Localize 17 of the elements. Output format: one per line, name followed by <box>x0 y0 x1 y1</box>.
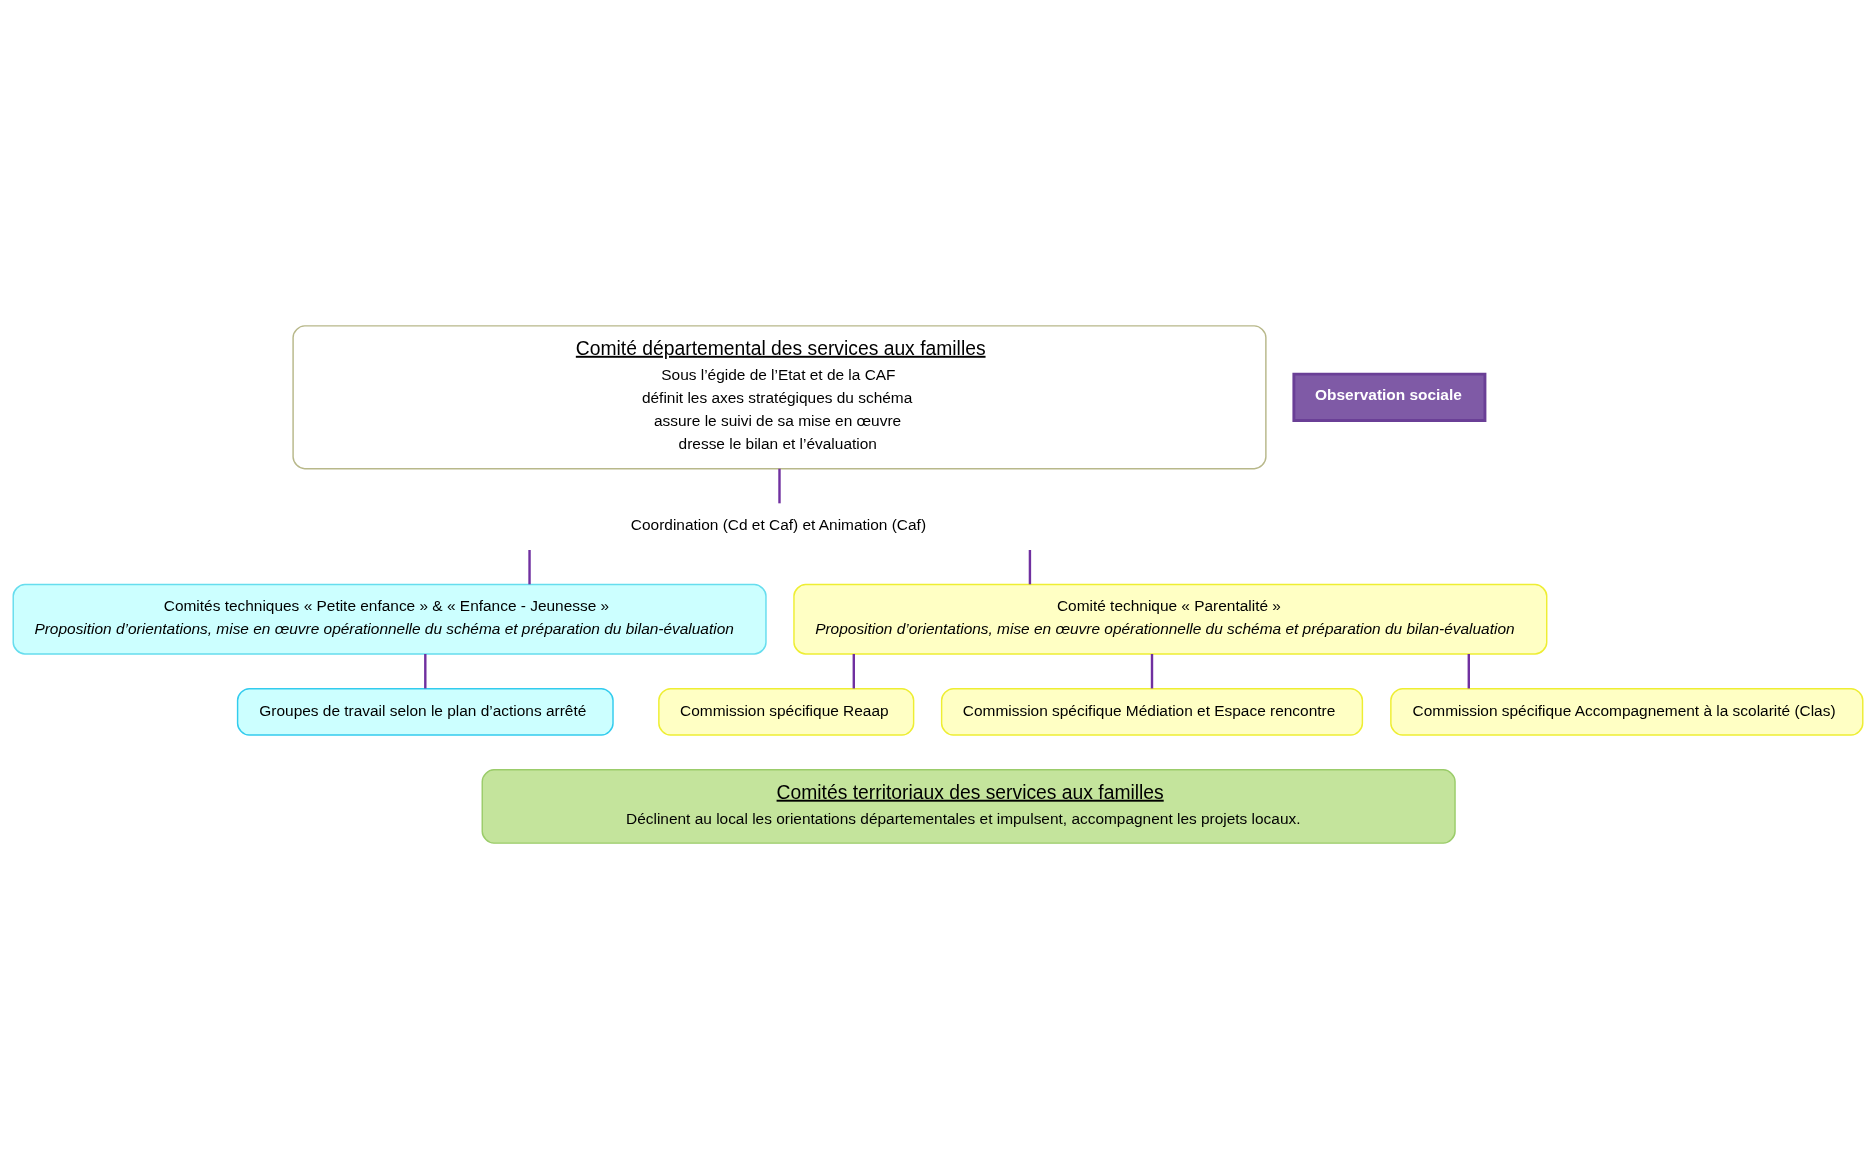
node-box: Comités techniques « Petite enfance » & « Enfance - Jeunesse » Proposition d’orientations, mise en œuvre opérationnelle du schéma et préparation du bilan-évaluation <box>12 583 767 655</box>
connector <box>528 549 531 584</box>
node-box: Commission spécifique Accompagnement à la scolarité (Clas) <box>1390 687 1864 736</box>
node-box: Observation sociale <box>1292 372 1487 422</box>
connector <box>1028 549 1032 584</box>
connector <box>424 653 427 688</box>
connector <box>778 468 781 503</box>
node-text: Coordination (Cd et Caf) et Animation (Caf) <box>630 515 927 533</box>
node-box: Comité technique « Parentalité » Proposition d’orientations, mise en œuvre opérationnelle du schéma et préparation du bilan-évaluation <box>793 583 1548 655</box>
connector <box>1150 653 1154 688</box>
node-box: Comité départemental des services aux familles Sous l’égide de l’Etat et de la CAF définit les axes stratégiques du schéma assure le suivi de sa mise en œuvre dresse le bilan et l’évaluation <box>292 324 1267 469</box>
connector <box>1467 653 1470 688</box>
node-box: Groupes de travail selon le plan d’actions arrêté <box>236 687 614 736</box>
node-box: Commission spécifique Reaap <box>658 687 915 736</box>
node-box: Comités territoriaux des services aux familles Déclinent au local les orientations départementales et impulsent, accompagnent les projets locaux. <box>481 768 1456 844</box>
node-box: Commission spécifique Médiation et Espace rencontre <box>940 687 1364 736</box>
connector <box>852 653 855 688</box>
